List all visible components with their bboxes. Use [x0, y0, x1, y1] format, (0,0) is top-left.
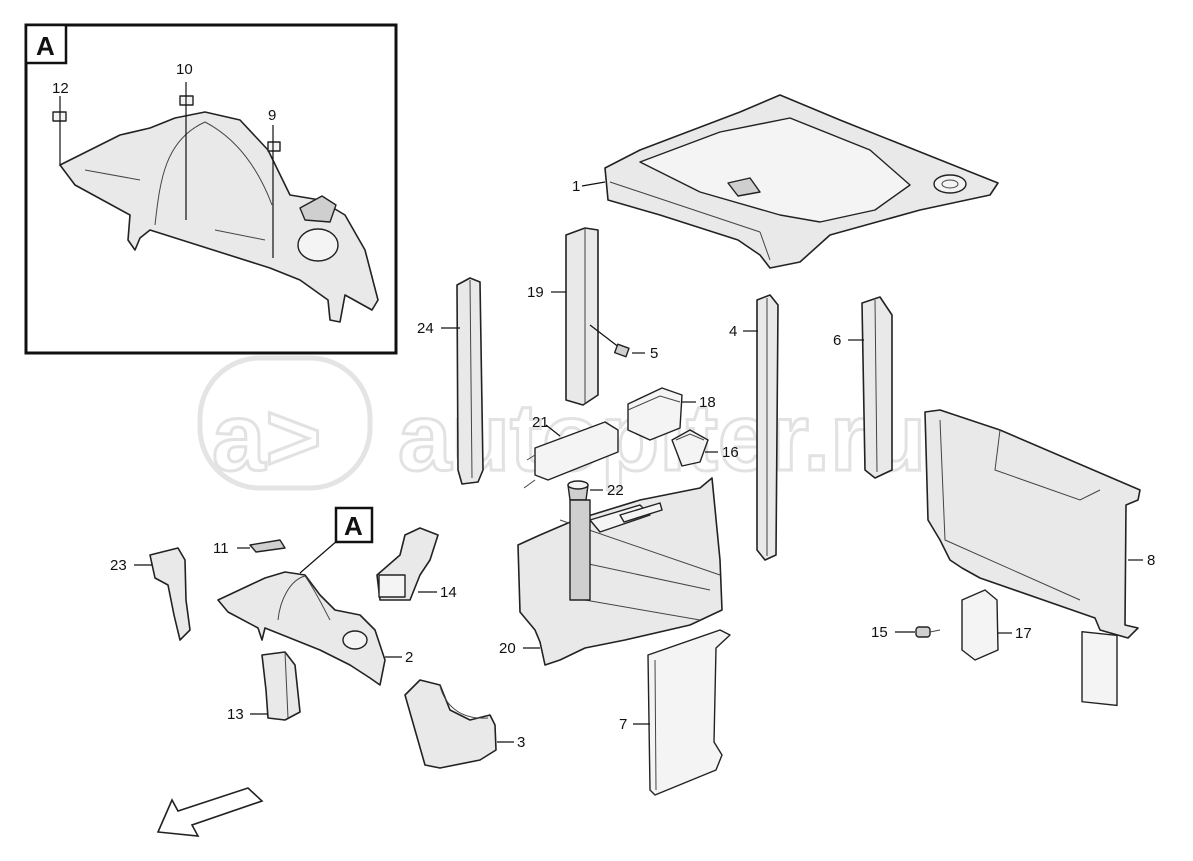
part-16-cup: 16 [671, 429, 739, 467]
detail-view-letter: A [36, 31, 55, 61]
callout-23: 23 [110, 557, 127, 574]
callout-3: 3 [517, 734, 525, 751]
callout-20: 20 [499, 640, 516, 657]
detail-part-2-clip [299, 195, 337, 223]
callout-7: 7 [619, 716, 627, 733]
callout-18: 18 [699, 394, 716, 411]
callout-11: 11 [213, 540, 229, 557]
detail-part-2-opening [297, 228, 339, 262]
callout-15: 15 [871, 624, 888, 641]
part-22-cup-holder: 22 [567, 480, 624, 501]
part-18-box: 18 [627, 387, 716, 441]
zoom-marker-letter: A [344, 511, 363, 541]
part-6-pillar-trim: 6 [833, 296, 893, 479]
callout-16: 16 [722, 444, 739, 461]
part-24-pillar-trim: 24 [417, 277, 484, 485]
part-5-screw: 5 [589, 324, 658, 362]
front-direction-arrow-icon [156, 787, 264, 837]
callout-22: 22 [607, 482, 624, 499]
callout-17: 17 [1015, 625, 1032, 642]
part-3-lower-trim: 3 [404, 679, 525, 769]
part-1-roof-panel: 1 [572, 94, 999, 269]
callout-1: 1 [572, 178, 580, 195]
watermark-logo: a> [212, 384, 321, 491]
part-14-duct: 14 [376, 527, 457, 601]
part-11-strip: 11 [213, 539, 286, 557]
callout-4: 4 [729, 323, 737, 340]
part-4-pillar-trim: 4 [729, 294, 779, 561]
zoom-marker-box [334, 506, 374, 544]
watermark-logo-ring [197, 355, 373, 491]
callout-24: 24 [417, 320, 434, 337]
callout-9: 9 [268, 107, 276, 124]
part-7-panel: 7 [619, 629, 731, 796]
callout-21: 21 [532, 414, 549, 431]
part-17-cover: 17 [961, 589, 1032, 661]
part-20-side-trim: 20 [499, 477, 723, 666]
detail-view-frame [24, 23, 398, 355]
part-2-trim-panel: 2 A [217, 506, 413, 686]
callout-10: 10 [176, 61, 193, 78]
part-23-bracket: 23 [110, 547, 191, 641]
callout-8: 8 [1147, 552, 1155, 569]
part-21-bracket: 21 [523, 414, 619, 489]
callout-14: 14 [440, 584, 457, 601]
part-15-clip: 15 [871, 624, 941, 641]
detail-view-letter-box [24, 23, 68, 65]
detail-view-a: A 12 10 9 [24, 23, 398, 355]
callout-12: 12 [52, 80, 69, 97]
callout-13: 13 [227, 706, 244, 723]
callout-6: 6 [833, 332, 841, 349]
callout-19: 19 [527, 284, 544, 301]
part-13-duct: 13 [227, 651, 301, 723]
detail-part-2 [59, 111, 379, 323]
part-8-side-panel: 8 [924, 409, 1155, 707]
part-19-pillar-trim: 19 [527, 227, 599, 406]
callout-2: 2 [405, 649, 413, 666]
callout-5: 5 [650, 345, 658, 362]
detail-part-9 [267, 141, 281, 152]
